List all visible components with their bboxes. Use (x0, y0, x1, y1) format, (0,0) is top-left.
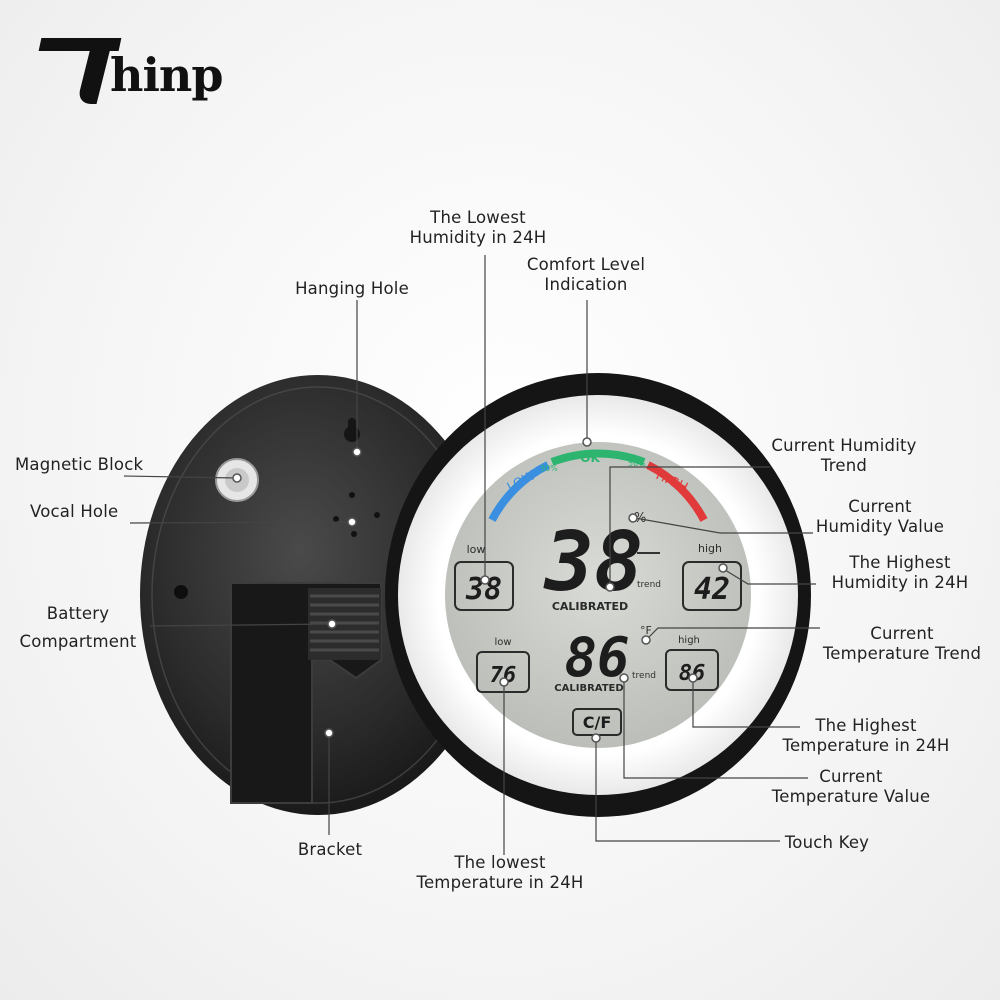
humidity-current-value: 38 (543, 515, 644, 610)
temperature-low-label: low (494, 637, 511, 648)
label-temperature-trend: Current Temperature Trend (822, 624, 982, 663)
label-comfort-level: Comfort Level Indication (526, 255, 646, 294)
leader-lines (123, 255, 820, 855)
humidity-low-label: low (467, 543, 486, 556)
temperature-trend-label: trend (632, 671, 656, 681)
touch-key-label[interactable]: C/F (583, 713, 612, 732)
label-humidity-value: Current Humidity Value (815, 497, 945, 536)
label-temperature-value: Current Temperature Value (771, 767, 931, 806)
label-magnetic-block: Magnetic Block (15, 455, 144, 474)
temperature-high-box (665, 649, 719, 691)
label-touch-key: Touch Key (784, 833, 870, 852)
label-lowest-temperature: The lowest Temperature in 24H (416, 853, 584, 892)
temperature-low-box (476, 651, 530, 693)
label-hanging-hole: Hanging Hole (295, 279, 409, 298)
comfort-arc-low (488, 461, 550, 522)
comfort-arc-ok (550, 449, 646, 466)
humidity-high-box (682, 561, 742, 611)
brand-logo: hinp (38, 34, 224, 114)
label-highest-humidity: The Highest Humidity in 24H (831, 553, 969, 592)
vocal-hole-icon (333, 492, 380, 537)
comfort-ok-label: OK (580, 451, 600, 465)
label-humidity-trend: Current Humidity Trend (771, 436, 917, 475)
humidity-low-box (454, 561, 514, 611)
label-bracket: Bracket (297, 840, 363, 859)
leader-dots (232, 437, 728, 743)
humidity-trend-label: trend (637, 580, 661, 590)
side-hole-icon (174, 585, 188, 599)
temperature-current-value: 86 (564, 626, 629, 689)
humidity-high-label: high (698, 542, 722, 555)
label-lowest-humidity: The Lowest Humidity in 24H (409, 208, 547, 247)
label-battery-compartment: Battery Compartment (19, 604, 137, 651)
lcd-screen (445, 442, 751, 748)
label-vocal-hole: Vocal Hole (30, 502, 119, 521)
comfort-pct-left: 30% (540, 464, 558, 473)
label-highest-temperature: The Highest Temperature in 24H (782, 716, 950, 755)
temperature-unit: °F (640, 624, 652, 637)
temperature-high-label: high (678, 635, 700, 646)
comfort-arc-high (646, 461, 708, 522)
comfort-pct-right: 50% (628, 459, 646, 468)
humidity-high-value: 42 (694, 572, 730, 607)
hanging-hole-icon (344, 418, 360, 442)
temperature-calibrated: CALIBRATED (554, 683, 623, 694)
device-front: LOW 30% OK 50% HIGH 38 % trend CALIBRATE… (385, 373, 811, 817)
logo-wordmark: hinp (110, 48, 224, 102)
humidity-calibrated: CALIBRATED (552, 600, 628, 613)
